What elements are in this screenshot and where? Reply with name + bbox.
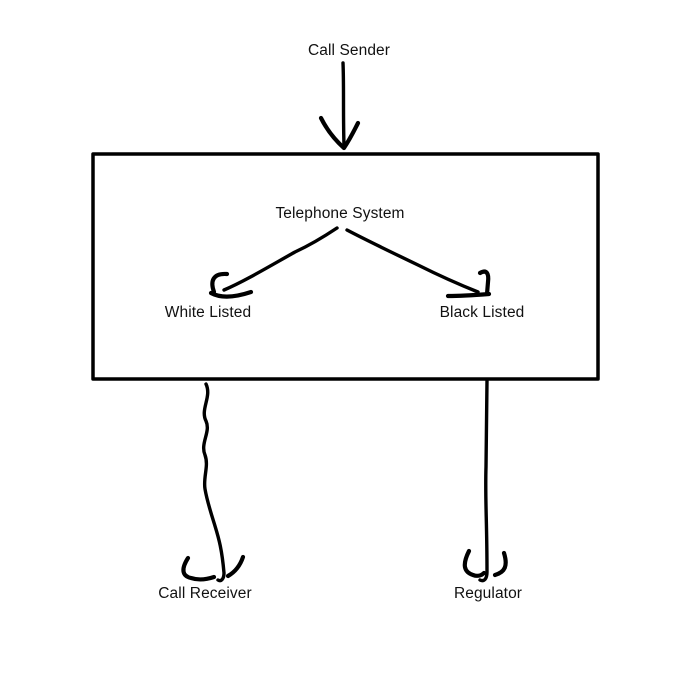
edge-call-sender-to-telephone-system [341,61,346,148]
telephone-system-box [91,152,600,381]
node-call-receiver: Call Receiver [158,585,252,602]
node-regulator: Regulator [453,585,523,602]
arrowhead-regulator-icon [462,548,508,578]
node-black-listed: Black Listed [439,304,525,321]
arrowhead-call-receiver-icon [181,554,246,582]
edge-black-listed-to-regulator [478,379,489,583]
node-white-listed: White Listed [164,304,252,321]
node-call-sender: Call Sender [307,42,391,59]
edge-white-listed-to-call-receiver [202,382,226,583]
arrowhead-down-icon [318,115,361,151]
node-telephone-system: Telephone System [275,205,405,222]
edge-telephone-system-to-black-listed [345,228,480,294]
arrowhead-down-right-icon [445,269,492,299]
arrowhead-down-left-icon [208,271,254,299]
edge-telephone-system-to-white-listed [222,226,339,292]
